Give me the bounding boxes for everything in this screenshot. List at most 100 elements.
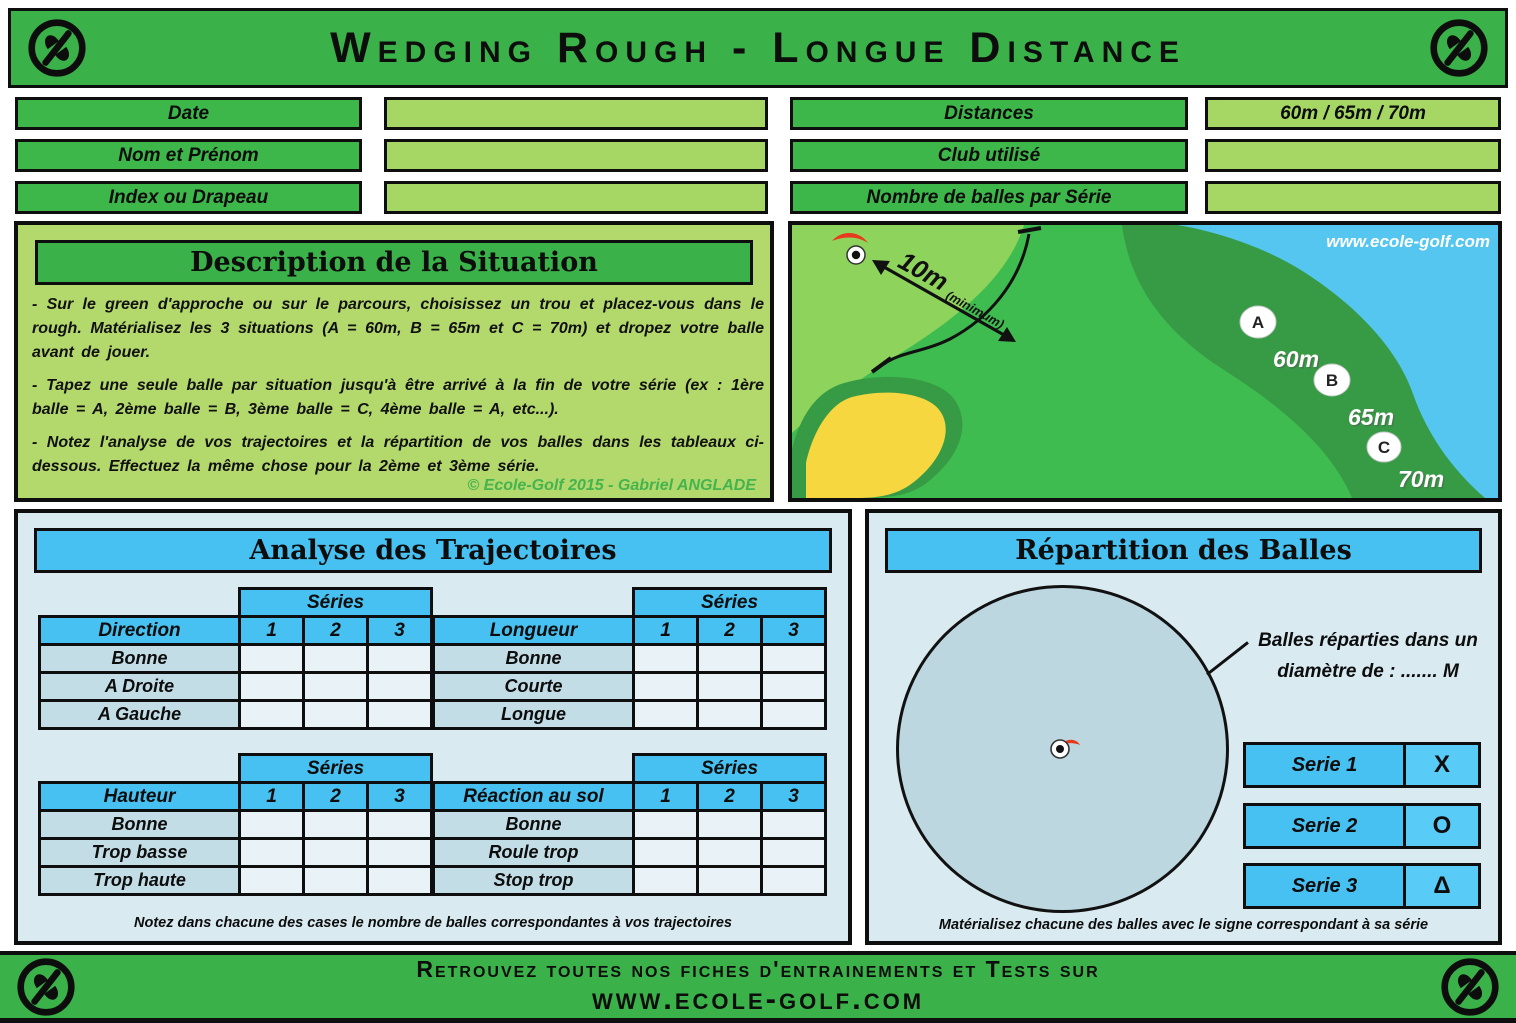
svg-text:65m: 65m [1350,406,1396,432]
ball-marker-icon [832,232,868,265]
height-header: Hauteur [38,781,241,812]
distance-c-label: 70m [1398,466,1444,492]
fill-cell[interactable] [760,865,827,896]
ball-distribution-section: Répartition des Balles Balles réparties … [865,509,1502,945]
course-map: 10m (minimum) A 60m 60m B 65m 65m C 70m … [792,225,1498,498]
field-input-club[interactable] [1205,139,1501,172]
field-input-balls-per-series[interactable] [1205,181,1501,214]
fill-cell[interactable] [632,837,699,868]
course-illustration: 10m (minimum) A 60m 60m B 65m 65m C 70m … [788,221,1502,502]
fill-cell[interactable] [302,643,369,674]
ecole-golf-logo-icon [1440,957,1500,1017]
row-label: Stop trop [432,865,635,896]
series-col-1: 1 [632,615,699,646]
fill-cell[interactable] [760,809,827,840]
fill-cell[interactable] [238,865,305,896]
series-col-2: 2 [696,615,763,646]
field-input-date[interactable] [384,97,768,130]
fill-cell[interactable] [696,671,763,702]
fill-cell[interactable] [632,699,699,730]
diameter-line-2[interactable]: diamètre de : ....... M [1277,661,1459,682]
series-col-2: 2 [302,615,369,646]
fill-cell[interactable] [760,671,827,702]
row-label: A Gauche [38,699,241,730]
field-value-distances[interactable]: 60m / 65m / 70m [1205,97,1501,130]
fill-cell[interactable] [760,699,827,730]
svg-text:A: A [1252,313,1264,332]
fill-cell[interactable] [760,643,827,674]
fill-cell[interactable] [760,837,827,868]
series-col-2: 2 [302,781,369,812]
distribution-note: Matérialisez chacune des balles avec le … [938,917,1429,933]
fill-cell[interactable] [632,671,699,702]
serie-1-symbol-x: X [1406,745,1478,785]
fill-cell[interactable] [632,865,699,896]
fill-cell[interactable] [302,699,369,730]
bunker-icon [806,392,946,498]
fill-cell[interactable] [632,809,699,840]
field-label-name: Nom et Prénom [15,139,362,172]
field-label-balls-per-series: Nombre de balles par Série [790,181,1188,214]
fill-cell[interactable] [696,809,763,840]
series-col-3: 3 [366,615,433,646]
fill-cell[interactable] [238,671,305,702]
row-label: Courte [432,671,635,702]
row-label: Longue [432,699,635,730]
fill-cell[interactable] [238,643,305,674]
fill-cell[interactable] [366,643,433,674]
trajectory-analysis-title: Analyse des Trajectoires [34,528,832,573]
fill-cell[interactable] [302,671,369,702]
row-label: Bonne [432,809,635,840]
serie-2-legend: Serie 2 O [1243,803,1481,849]
row-label: Roule trop [432,837,635,868]
fill-cell[interactable] [366,699,433,730]
series-col-2: 2 [696,781,763,812]
fill-cell[interactable] [302,865,369,896]
row-label: Bonne [38,809,241,840]
description-title: Description de la Situation [35,240,753,285]
diameter-line-1: Balles réparties dans un [1258,630,1478,651]
fill-cell[interactable] [302,809,369,840]
center-ball-icon [1047,735,1081,766]
fill-cell[interactable] [696,865,763,896]
row-label: Bonne [432,643,635,674]
svg-text:B: B [1326,371,1338,390]
target-marker-c: C 70m 70m [1366,431,1446,494]
fill-cell[interactable] [238,699,305,730]
description-text: - Sur le green d'approche ou sur le parc… [28,293,768,488]
row-label: Bonne [38,643,241,674]
series-col-3: 3 [366,781,433,812]
page-title: Wedging Rough - Longue Distance [330,23,1186,72]
series-header: Séries [632,753,827,784]
field-label-distances: Distances [790,97,1188,130]
fill-cell[interactable] [366,809,433,840]
series-col-1: 1 [238,615,305,646]
description-paragraph: - Sur le green d'approche ou sur le parc… [32,296,764,361]
footer-text: Retrouvez toutes nos fiches d'entraineme… [416,955,1100,982]
field-input-name[interactable] [384,139,768,172]
series-col-1: 1 [632,781,699,812]
ecole-golf-logo-icon [27,18,87,78]
fill-cell[interactable] [696,837,763,868]
fill-cell[interactable] [366,865,433,896]
fill-cell[interactable] [366,671,433,702]
direction-table: Séries Direction 1 2 3 Bonne A Droite A … [38,587,433,730]
ground-reaction-header: Réaction au sol [432,781,635,812]
ecole-golf-logo-icon [16,957,76,1017]
serie-3-symbol-triangle: Δ [1406,866,1478,906]
footer-url[interactable]: www.ecole-golf.com [591,981,925,1017]
fill-cell[interactable] [302,837,369,868]
description-paragraph: - Tapez une seule balle par situation ju… [32,377,764,418]
footer-bar: Retrouvez toutes nos fiches d'entraineme… [0,951,1516,1023]
field-input-index[interactable] [384,181,768,214]
fill-cell[interactable] [696,643,763,674]
fill-cell[interactable] [696,699,763,730]
description-paragraph: - Notez l'analyse de vos trajectoires et… [32,434,764,475]
fill-cell[interactable] [238,809,305,840]
distance-b-label: 65m [1348,404,1394,430]
fill-cell[interactable] [366,837,433,868]
fill-cell[interactable] [632,643,699,674]
fill-cell[interactable] [238,837,305,868]
svg-text:C: C [1378,438,1390,457]
